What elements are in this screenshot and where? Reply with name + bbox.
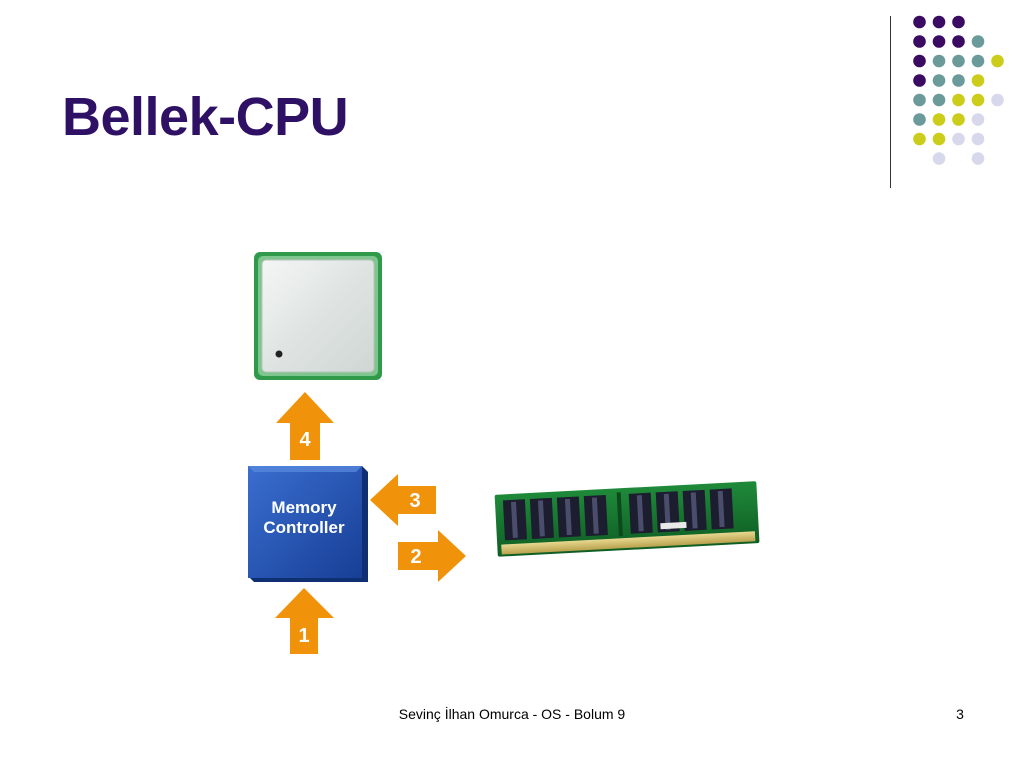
arrow-step-2: 2: [398, 530, 466, 582]
step-1-label: 1: [298, 625, 309, 647]
vertical-divider: [890, 16, 891, 188]
memory-controller-label-line1: Memory: [271, 498, 337, 517]
memory-controller-block: Memory Controller: [248, 466, 368, 582]
step-4-label: 4: [299, 429, 311, 451]
ram-chip-highlight: [663, 493, 671, 530]
slide-title: Bellek-CPU: [62, 87, 349, 147]
arrow-step-1: 1: [275, 588, 334, 654]
ram-chip-highlight: [511, 501, 518, 538]
ram-chip-highlight: [537, 500, 545, 537]
page-number: 3: [956, 706, 964, 722]
ram-chip-highlight: [636, 495, 644, 532]
ram-chip-highlight: [717, 490, 725, 528]
ram-module-icon: [494, 481, 760, 557]
arrow-step-3: 3: [370, 474, 436, 526]
memory-controller-label-line2: Controller: [263, 518, 345, 537]
step-2-label: 2: [410, 546, 421, 568]
cpu-chip-icon: [254, 252, 382, 380]
slide-footer: Sevinç İlhan Omurca - OS - Bolum 9: [398, 706, 626, 722]
step-3-label: 3: [409, 490, 420, 512]
arrow-step-4: 4: [276, 392, 334, 460]
ram-chip-highlight: [564, 498, 572, 536]
ram-chip-highlight: [591, 497, 599, 534]
ram-chip-highlight: [690, 492, 698, 529]
